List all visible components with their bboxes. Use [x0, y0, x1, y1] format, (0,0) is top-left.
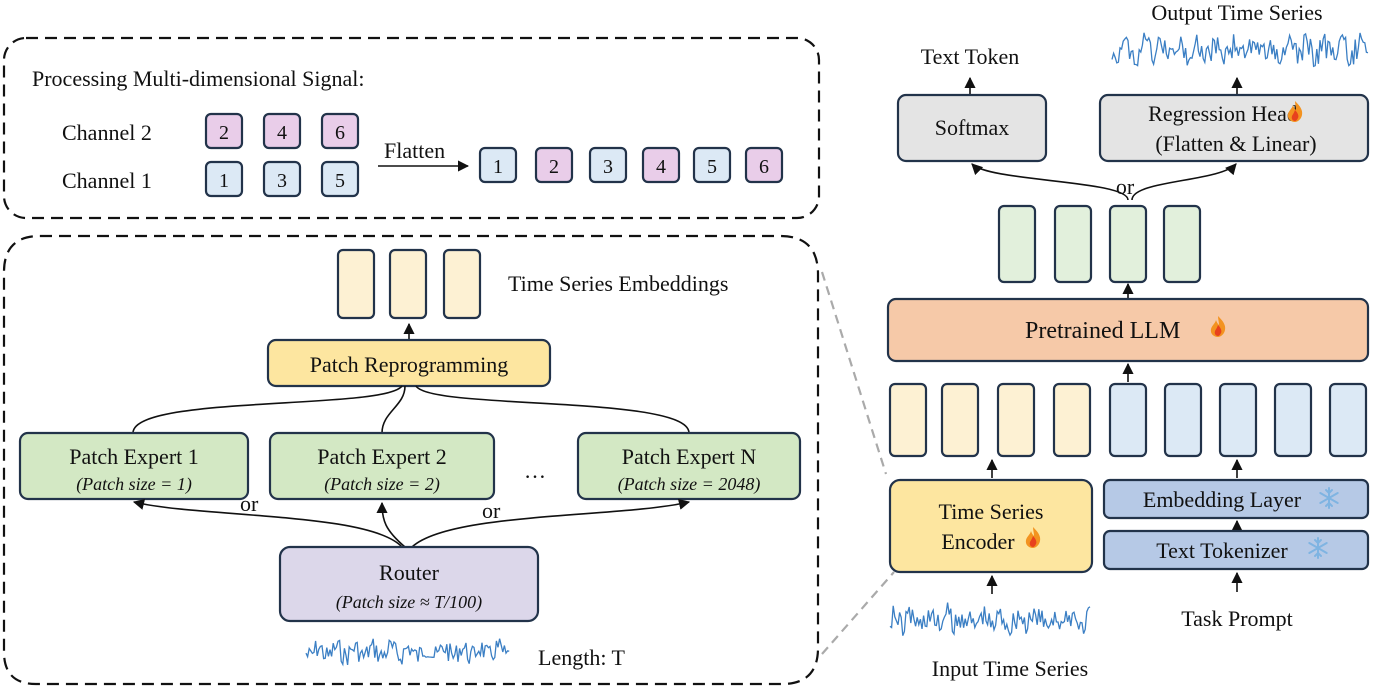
text-tokenizer-box [1102, 529, 1370, 571]
patch-expert-2-size: (Patch size = 2) [324, 474, 440, 495]
channel-1-value: 1 [219, 170, 229, 192]
regression-head-label: Regression Head [1148, 101, 1298, 126]
channel-2-cells: 2 4 6 [204, 112, 360, 150]
patch-expert-2-box [268, 431, 496, 501]
patch-reprogramming-label: Patch Reprogramming [310, 352, 509, 377]
pretrained-llm-label: Pretrained LLM [1025, 318, 1180, 344]
router-size: (Patch size ≈ T/100) [336, 592, 482, 613]
router-box [278, 545, 540, 623]
time-series-encoder-box [888, 478, 1094, 574]
router-to-expert-n [411, 498, 691, 548]
softmax-label: Softmax [935, 115, 1010, 140]
output-series-label: Output Time Series [1151, 0, 1322, 25]
signal-panel [2, 36, 821, 220]
patch-expert-1-size: (Patch size = 1) [76, 474, 192, 495]
arrow-to-softmax [971, 163, 1129, 201]
channel-2-label: Channel 2 [62, 120, 152, 145]
zoom-connector-top [820, 271, 888, 475]
input-series-label: Input Time Series [932, 656, 1088, 681]
expert-1-to-reprogramming [132, 385, 403, 434]
flattened-value: 1 [493, 156, 503, 178]
output-waveform [1111, 32, 1369, 68]
channel-1-value: 5 [335, 170, 345, 192]
patch-expert-2-label: Patch Expert 2 [317, 444, 447, 469]
flattened-value: 5 [707, 156, 717, 178]
text-tokenizer-label: Text Tokenizer [1156, 538, 1288, 563]
time-series-encoder-label: Time Series [939, 499, 1044, 524]
expert-n-to-reprogramming [415, 385, 690, 434]
embedding-layer-label: Embedding Layer [1143, 487, 1302, 512]
regression-head-sublabel: (Flatten & Linear) [1155, 131, 1316, 156]
router-to-expert-2 [376, 501, 406, 548]
task-prompt-label: Task Prompt [1181, 606, 1293, 631]
more-experts-ellipsis: … [524, 458, 546, 483]
router-label: Router [379, 560, 440, 585]
softmax-box [896, 93, 1048, 163]
flattened-cells: 1 2 3 4 5 6 [478, 146, 784, 184]
embedding-layer-box [1102, 478, 1370, 520]
zoom-connector-bottom [821, 571, 895, 655]
length-label: Length: T [538, 645, 626, 670]
embedding-tokens [336, 248, 482, 320]
patch-expert-n-label: Patch Expert N [622, 444, 757, 469]
signal-title: Processing Multi-dimensional Signal: [32, 66, 364, 91]
patch-expert-1-label: Patch Expert 1 [69, 444, 199, 469]
channel-1-label: Channel 1 [62, 168, 152, 193]
patch-reprogramming-box [266, 338, 552, 388]
or-output-label: or [1116, 174, 1135, 199]
flatten-label: Flatten [384, 138, 445, 163]
llm-input-tokens [888, 382, 1368, 458]
llm-output-tokens [997, 204, 1202, 284]
flattened-value: 2 [549, 156, 559, 178]
input-waveform [889, 602, 1091, 637]
channel-2-value: 6 [335, 122, 345, 144]
expert-2-to-reprogramming [381, 385, 406, 434]
or-right-label: or [482, 498, 501, 523]
router-input-waveform [305, 638, 510, 667]
pretrained-llm-box [886, 297, 1370, 363]
channel-1-value: 3 [277, 170, 287, 192]
text-token-label: Text Token [921, 44, 1020, 69]
time-series-encoder-label-2: Encoder [941, 529, 1015, 554]
channel-1-cells: 1 3 5 [204, 160, 360, 198]
flattened-value: 6 [759, 156, 769, 178]
or-left-label: or [240, 491, 259, 516]
arrow-to-regression-head [1131, 163, 1237, 201]
flattened-value: 3 [603, 156, 613, 178]
embeddings-label: Time Series Embeddings [508, 271, 728, 296]
channel-2-value: 2 [219, 122, 229, 144]
flattened-value: 4 [656, 156, 666, 178]
router-to-expert-1 [132, 498, 403, 548]
channel-2-value: 4 [277, 122, 287, 144]
patch-expert-n-size: (Patch size = 2048) [618, 474, 761, 495]
